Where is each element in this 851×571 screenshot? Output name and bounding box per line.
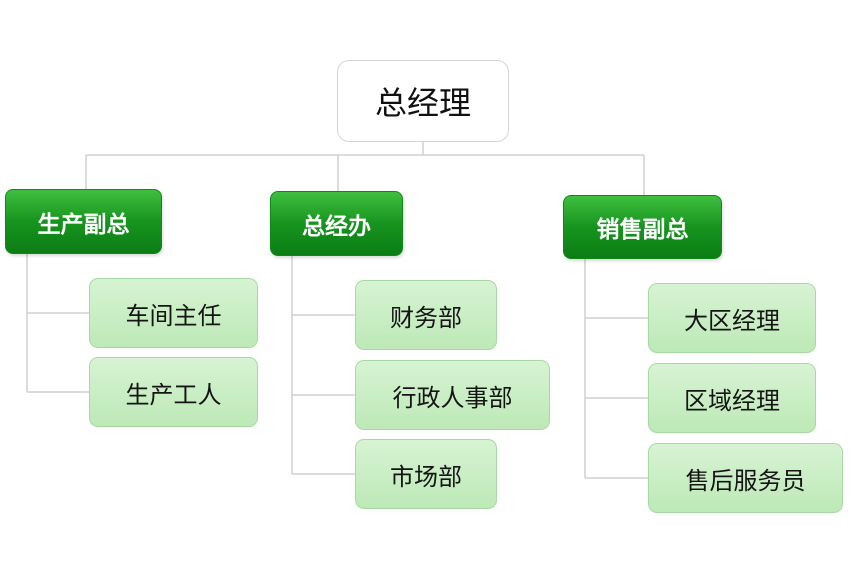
branch-node-production-vp: 生产副总 [5, 189, 162, 254]
branch-node-sales-vp: 销售副总 [563, 195, 722, 259]
branch-node-gm-office: 总经办 [270, 191, 403, 256]
leaf-node-regional-manager: 大区经理 [648, 283, 816, 353]
leaf-node-production-worker: 生产工人 [89, 357, 258, 427]
leaf-node-after-sales-staff: 售后服务员 [648, 443, 843, 513]
root-node-general-manager: 总经理 [337, 60, 509, 142]
leaf-node-workshop-director: 车间主任 [89, 278, 258, 348]
leaf-node-area-manager: 区域经理 [648, 363, 816, 433]
leaf-node-hr-admin-dept: 行政人事部 [355, 360, 550, 430]
leaf-node-marketing-dept: 市场部 [355, 439, 497, 509]
leaf-node-finance-dept: 财务部 [355, 280, 497, 350]
